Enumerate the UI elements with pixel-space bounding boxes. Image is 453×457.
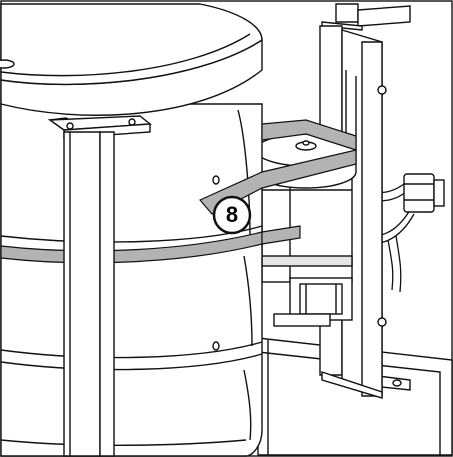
base-plate xyxy=(257,337,453,456)
cylindrical-drum-icon xyxy=(0,3,263,457)
front-support-column xyxy=(47,115,152,457)
wire-connector-icon xyxy=(403,173,445,213)
stepper-motor-icon xyxy=(261,171,353,327)
